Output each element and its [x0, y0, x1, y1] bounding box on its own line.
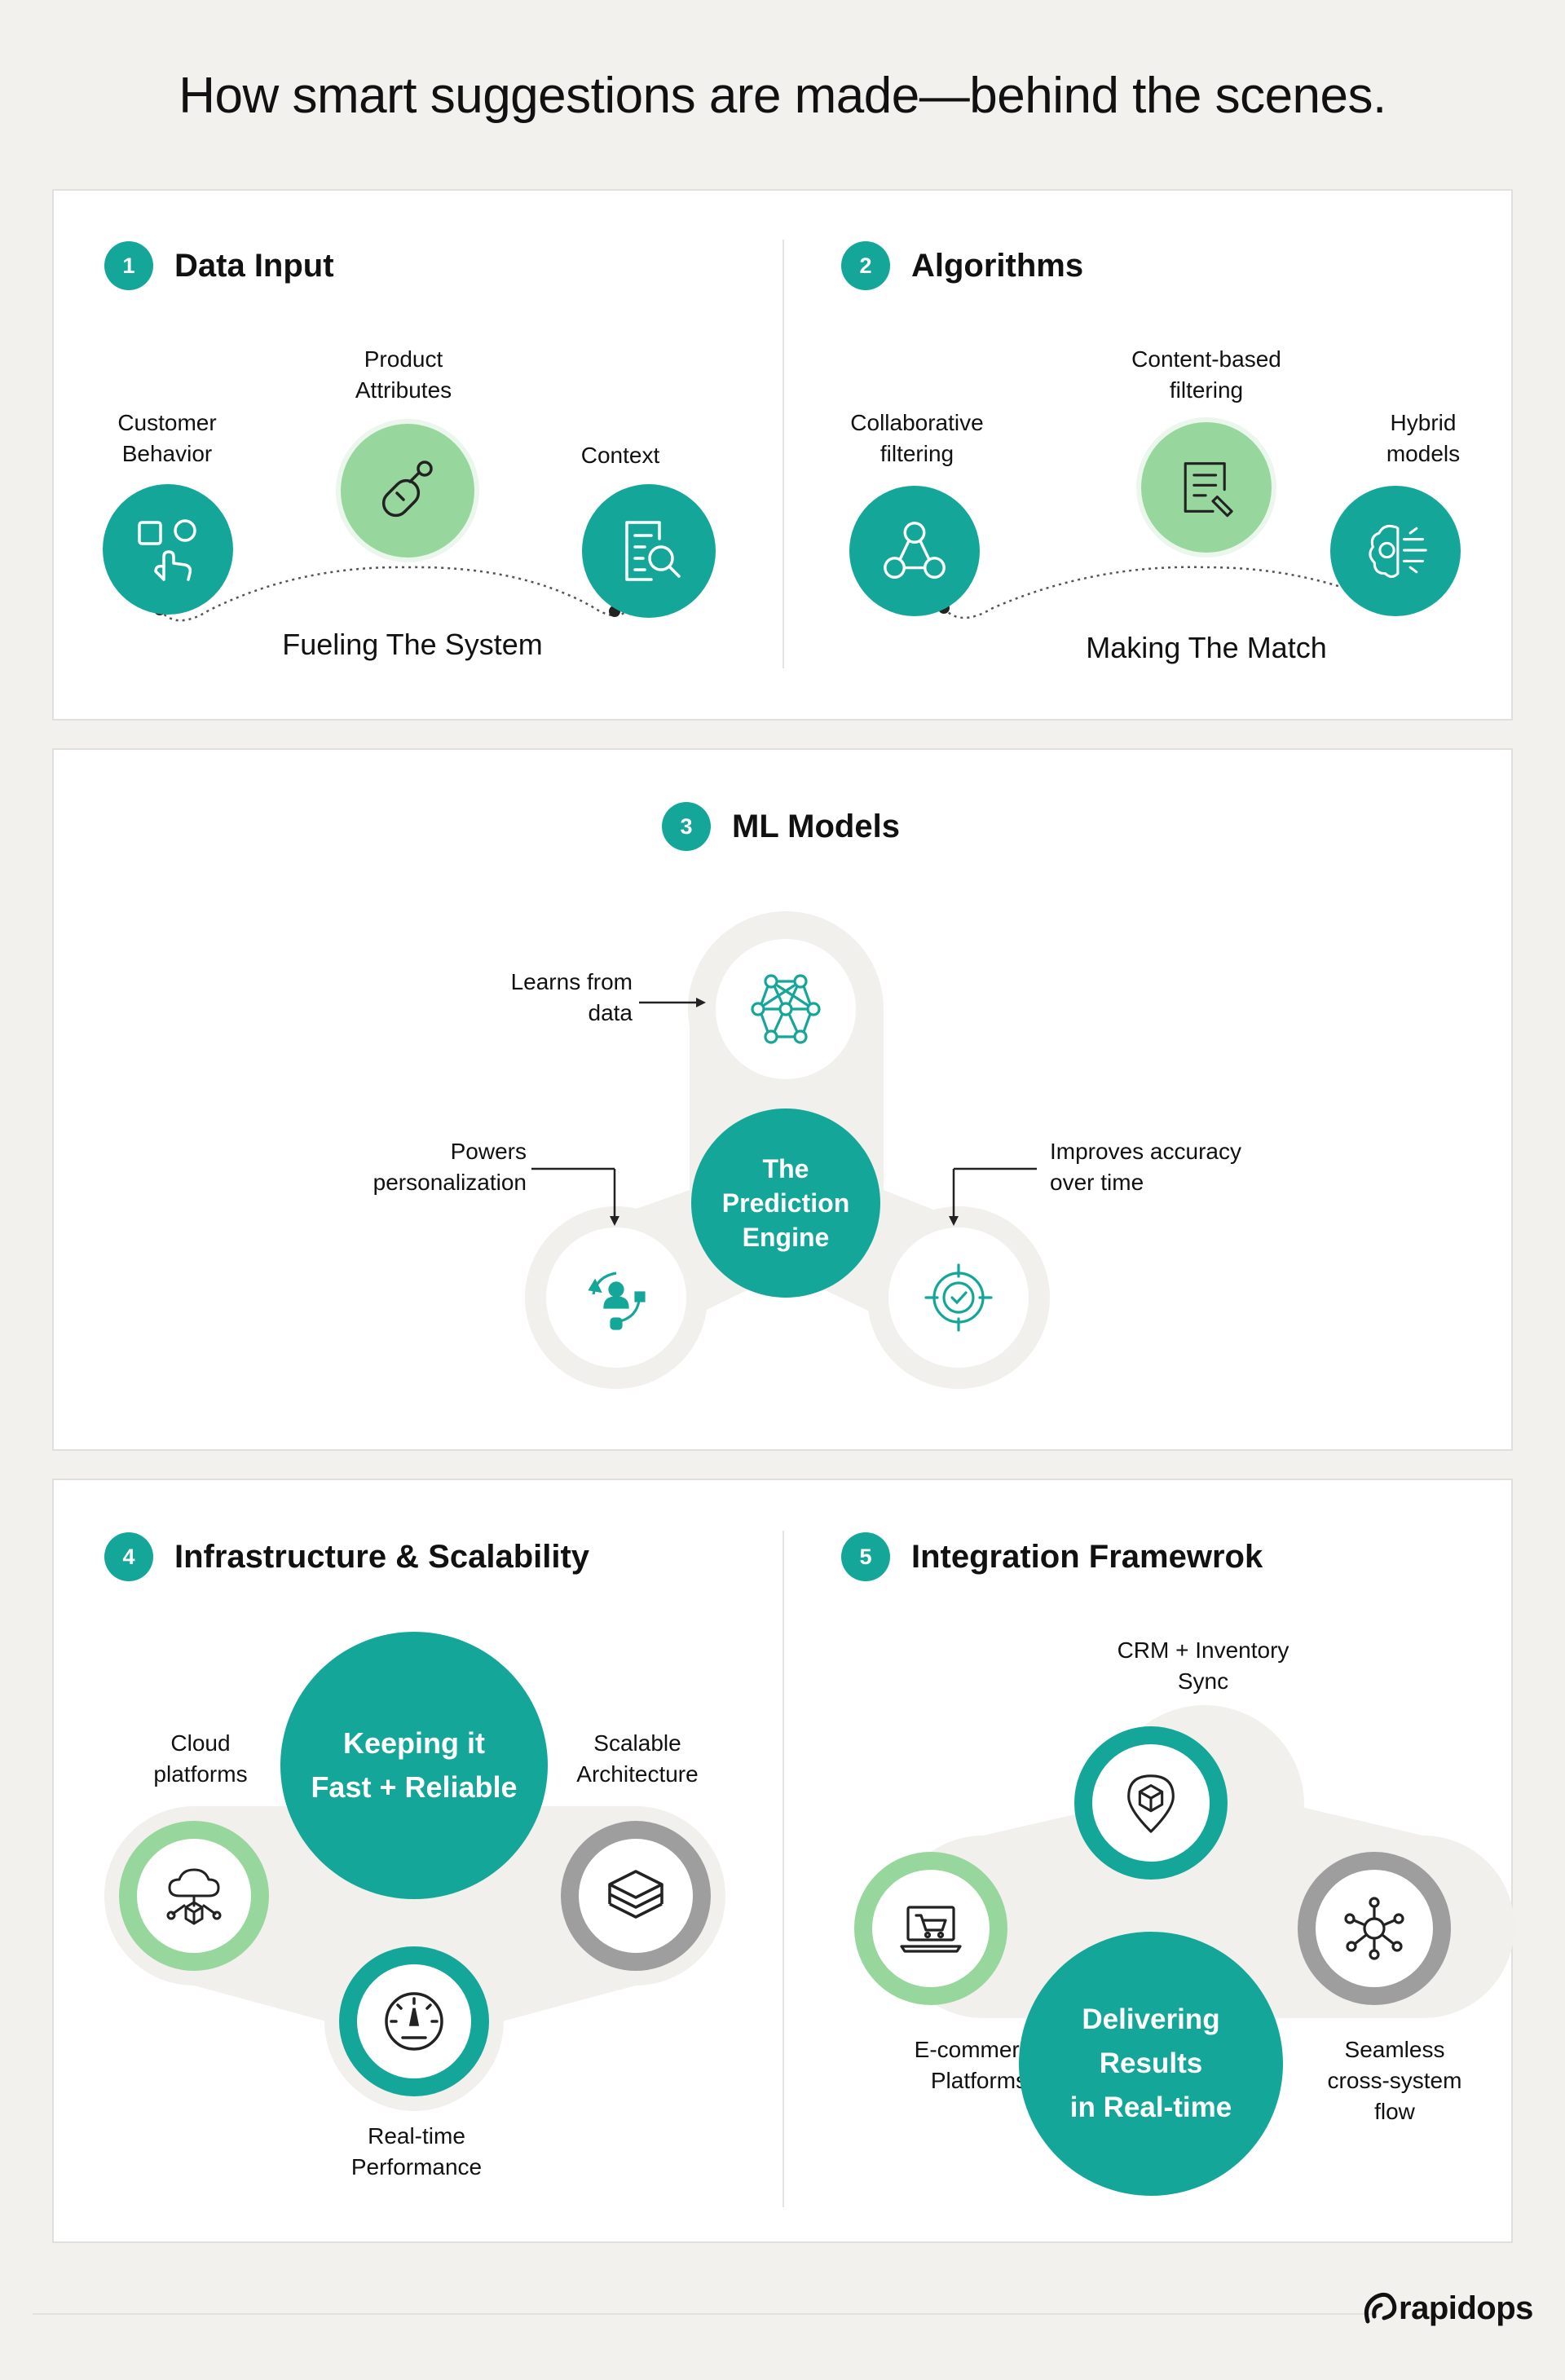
shapes-hand-icon: [138, 519, 196, 581]
neural-network-icon: [751, 974, 821, 1044]
label-seamless: Seamless cross-system flow: [1327, 2037, 1462, 2124]
target-check-icon: [924, 1263, 993, 1332]
document-search-icon: [625, 521, 681, 581]
section-title-algorithms: Algorithms: [911, 248, 1084, 284]
crm-node: [1074, 1726, 1228, 1880]
section-number-2: 2: [841, 241, 890, 290]
speedometer-icon: [385, 1992, 443, 2051]
label-learns: Learns from data: [510, 969, 633, 1025]
document-edit-icon: [1184, 462, 1233, 518]
product-attributes-node: [341, 424, 474, 558]
layers-icon: [608, 1870, 663, 1919]
improves-node: [923, 1262, 994, 1333]
label-customer-behavior: Customer Behavior: [117, 410, 217, 466]
seamless-node: [1298, 1852, 1451, 2005]
section-title-ml-models: ML Models: [732, 809, 900, 844]
caption-making-match: Making The Match: [1086, 631, 1327, 664]
section-number-5: 5: [841, 1532, 890, 1581]
scalable-node: [561, 1821, 711, 1971]
person-cycle-icon: [588, 1272, 646, 1330]
page-title: How smart suggestions are made—behind th…: [179, 68, 1386, 124]
label-product-attributes: Product Attributes: [355, 346, 452, 403]
cloud-network-icon: [166, 1868, 222, 1925]
label-context: Context: [580, 443, 660, 468]
label-realtime: Real-time Performance: [350, 2123, 483, 2179]
mouse-tag-icon: [381, 461, 433, 518]
content-based-node: [1141, 422, 1272, 553]
delivering-results-node: Delivering Results in Real-time: [1019, 1932, 1283, 2196]
context-node: [582, 484, 716, 618]
people-network-icon: [884, 522, 946, 579]
powers-node: [580, 1262, 652, 1333]
delivering-results-label: Delivering Results in Real-time: [1069, 2003, 1232, 2123]
brand-name: rapidops: [1399, 2290, 1533, 2326]
hybrid-node: [1330, 486, 1461, 616]
brain-gear-icon: [1369, 524, 1427, 579]
panel-divider: [782, 240, 784, 668]
section-title-infrastructure: Infrastructure & Scalability: [174, 1539, 590, 1575]
rapidops-logo-icon: [1364, 2292, 1397, 2324]
keeping-fast-label: Keeping it Fast + Reliable: [311, 1726, 518, 1804]
prediction-engine-node: The Prediction Engine: [691, 1108, 880, 1298]
laptop-cart-icon: [900, 1906, 962, 1953]
label-scalable: Scalable Architecture: [576, 1730, 699, 1787]
label-collaborative: Collaborative filtering: [850, 410, 984, 466]
panel-infra-integration: 4 Infrastructure & Scalability Cloud pla…: [52, 1479, 1514, 2243]
customer-behavior-node: [103, 484, 233, 615]
location-box-icon: [1127, 1774, 1175, 1833]
section-title-integration: Integration Framewrok: [911, 1539, 1263, 1575]
label-improves: Improves accuracy over time: [1050, 1139, 1241, 1195]
label-cloud: Cloud platforms: [153, 1730, 248, 1787]
caption-fueling: Fueling The System: [282, 628, 543, 661]
panel-divider: [782, 1531, 784, 2207]
label-hybrid: Hybrid models: [1386, 410, 1461, 466]
panel-input-algorithms: 1 Data Input Customer Behavior Product A…: [52, 189, 1513, 721]
hub-network-icon: [1344, 1897, 1404, 1960]
learns-node: [747, 970, 825, 1048]
cloud-node: [119, 1821, 269, 1971]
section-number-3: 3: [662, 802, 711, 851]
keeping-fast-node: Keeping it Fast + Reliable: [280, 1632, 548, 1899]
label-crm: CRM + Inventory Sync: [1117, 1637, 1289, 1694]
prediction-engine-label: The Prediction Engine: [721, 1154, 850, 1252]
label-content-based: Content-based filtering: [1131, 346, 1281, 403]
section-number-4: 4: [104, 1532, 153, 1581]
realtime-node: [339, 1946, 489, 2096]
panel-ml-models: 3 ML Models Learns from data Powers pers…: [52, 748, 1513, 1451]
ml-blob: [525, 911, 1050, 1389]
section-number-1: 1: [104, 241, 153, 290]
ecommerce-node: [854, 1852, 1007, 2005]
section-title-data-input: Data Input: [174, 248, 334, 284]
collaborative-node: [849, 486, 980, 616]
footer-divider: [33, 2313, 1378, 2315]
label-powers: Powers personalization: [373, 1139, 527, 1195]
